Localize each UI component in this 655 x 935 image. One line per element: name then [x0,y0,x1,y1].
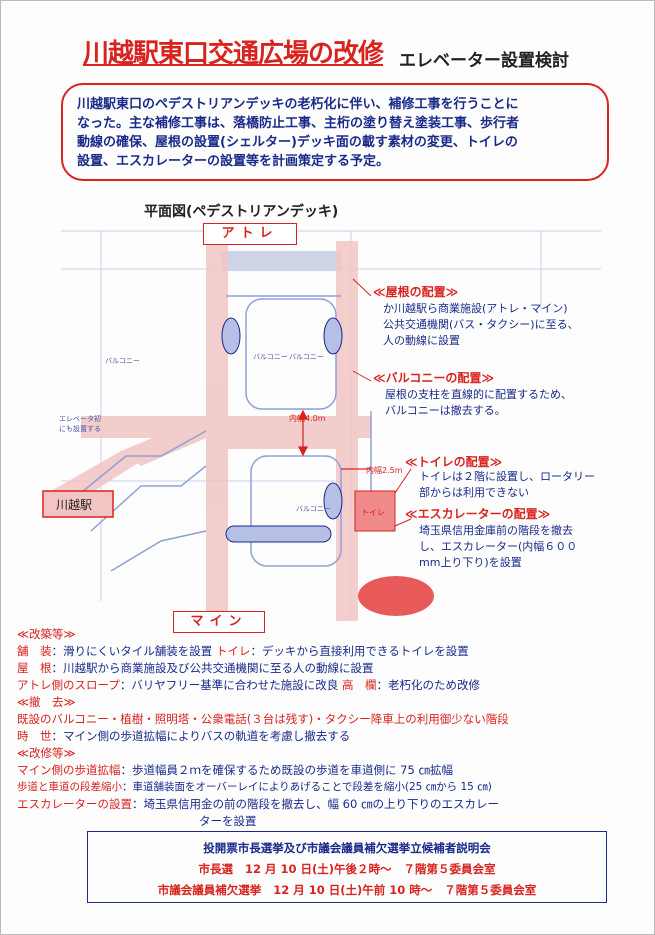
balcony-heading: ≪バルコニーの配置≫ [373,371,494,385]
note-line: 屋根の支柱を直線的に配置するため、 [385,388,572,401]
note-line: 公共交通機関(バス・タクシー)に至る、 [383,318,579,331]
page-subtitle: エレベーター設置検討 [399,51,569,71]
intro-box: 川越駅東口のペデストリアンデッキの老朽化に伴い、補修工事を行うことに なった。主… [61,83,609,181]
escalator-marker [358,576,434,616]
change-line: 舗 装：滑りにくいタイル舗装を設置 トイレ：デッキから直接利用できるトイレを設置 [17,644,469,658]
plan-map: バルコニー バルコニー バルコニー バルコニー エレベータ初 にも設置する 内幅… [42,230,601,621]
toilet-heading: ≪トイレの配置≫ [405,455,503,469]
note-line: 埼玉県信用金庫前の階段を撤去 [419,524,573,537]
width-label: 内幅2.5m [366,465,403,475]
note-line: トイレは２階に設置し、ロータリー [419,470,595,483]
balcony-label: バルコニー [253,353,288,361]
election-notice-box: 投開票市長選挙及び市議会議員補欠選挙立候補者説明会 市長選 12 月 10 日(… [87,831,607,903]
repair-heading: ≪改修等≫ [17,746,76,760]
change-label: 歩道と車道の段差縮小 [17,781,122,793]
changes-heading: ≪改築等≫ [17,627,76,641]
balcony-text: 屋根の支柱を直線的に配置するため、 バルコニーは撤去する。 [385,387,572,419]
removal-heading: ≪撤 去≫ [17,695,76,709]
notice-row: 市議会議員補欠選挙 12 月 10 日(土)午前 10 時～ ７階第５委員会室 [157,883,537,897]
main-label: マイン [173,611,265,633]
change-line: 歩道と車道の段差縮小：車道舗装面をオーバーレイによりあげることで段差を縮小(25… [17,781,492,793]
intro-line: 川越駅東口のペデストリアンデッキの老朽化に伴い、補修工事を行うことに [77,97,519,112]
note-line: か川越駅ら商業施設(アトレ・マイン) [383,302,568,315]
change-line: ターを設置 [199,814,257,828]
balcony-markers [221,317,343,543]
change-line: アトレ側のスロープ：バリヤフリー基準に合わせた施設に改良 高 欄：老朽化のため改… [17,678,480,692]
toilet-text: トイレは２階に設置し、ロータリー 部からは利用できない [419,469,595,501]
elevator-label: にも設置する [59,424,101,433]
roof-heading: ≪屋根の配置≫ [373,285,459,299]
escalator-heading: ≪エスカレーターの配置≫ [405,507,551,521]
change-line: 屋 根：川越駅から商業施設及び公共交通機関に至る人の動線に設置 [17,661,374,675]
atre-label: アトレ [203,223,297,245]
change-label: アトレ側のスロープ [17,678,120,692]
change-label: 舗 装 [17,644,52,658]
change-label: 高 欄 [341,678,377,692]
elevator-label: エレベータ初 [59,414,101,423]
change-label: トイレ [215,644,251,658]
intro-line: 設置、エスカレーターの設置等を計画策定する予定。 [77,154,390,169]
intro-line: なった。主な補修工事は、落橋防止工事、主桁の塗り替え塗装工事、歩行者 [77,116,520,131]
toilet-box [354,490,396,532]
atre-building [221,251,341,271]
change-line: 既設のバルコニー・植樹・照明塔・公衆電話(３台は残す)・タクシー降車上の利用御少… [17,712,509,726]
station-box [42,490,114,518]
width-label: 内幅4.0m [289,413,326,423]
change-line: 時 世：マイン側の歩道拡幅によりバスの軌道を考慮し撤去する [17,729,351,743]
page-title: 川越駅東口交通広場の改修 [83,39,384,69]
notice-heading: 投開票市長選挙及び市議会議員補欠選挙立候補者説明会 [203,841,491,855]
change-label: 屋 根 [17,661,52,675]
note-line: 人の動線に設置 [383,334,460,347]
roof-text: か川越駅ら商業施設(アトレ・マイン) 公共交通機関(バス・タクシー)に至る、 人… [383,301,579,349]
balcony-label: バルコニー [289,353,324,361]
change-line: マイン側の歩道拡幅：歩道幅員２ｍを確保するため既設の歩道を車道側に 75 ㎝拡幅 [17,763,453,777]
change-label: エスカレーターの設置 [17,797,132,811]
change-line: エスカレーターの設置：埼玉県信用金の前の階段を撤去し、幅 60 ㎝の上り下りのエ… [17,797,499,811]
balcony-label: バルコニー [105,357,140,365]
notice-row: 市長選 12 月 10 日(土)午後２時～ ７階第５委員会室 [198,862,496,876]
intro-line: 動線の確保、屋根の設置(シェルター)デッキ面の載す素材の変更、トイレの [77,135,518,150]
toilet-map-label: トイレ [361,508,385,517]
map-title: 平面図(ペデストリアンデッキ) [144,204,339,220]
width-arrows [298,409,371,470]
note-line: し、エスカレーター(内幅６００ [419,540,578,553]
change-label: マイン側の歩道拡幅 [17,763,121,777]
balcony-label: バルコニー [296,505,331,513]
escalator-text: 埼玉県信用金庫前の階段を撤去 し、エスカレーター(内幅６００ mm上り下り)を設… [419,523,577,571]
note-line: 部からは利用できない [419,486,529,499]
change-label: 時 世 [17,729,52,743]
note-line: mm上り下り)を設置 [419,556,522,569]
station-label: 川越駅 [56,498,92,512]
note-line: バルコニーは撤去する。 [385,404,506,417]
leader-lines [352,278,412,527]
